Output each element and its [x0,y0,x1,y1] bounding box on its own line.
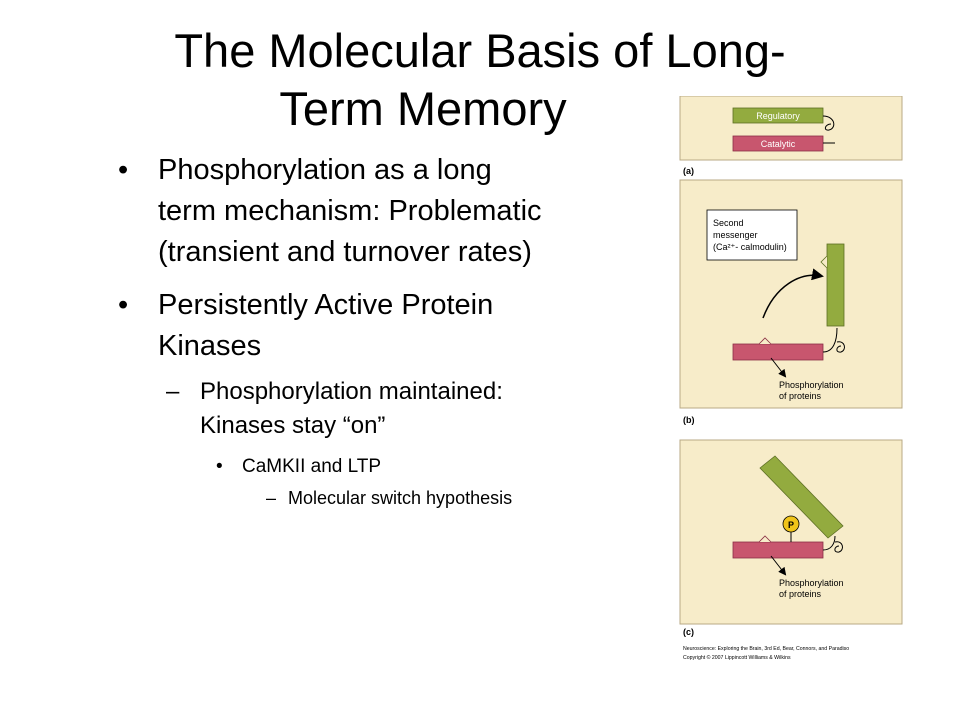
messenger-label-line3: (Ca²⁺- calmodulin) [713,242,787,252]
hinge-linker-c-icon [822,535,843,553]
calmodulin-notch-icon [820,255,828,269]
bullet-dot-icon: • [118,154,129,186]
panel-a: Regulatory Catalytic (a) [679,96,903,176]
bullet-text: Persistently Active Protein [158,289,494,321]
catalytic-label: Catalytic [761,139,796,149]
sub-sub-bullet-camkii: • CaMKII and LTP [118,453,658,481]
sub-bullet-text: Phosphorylation maintained: [200,378,503,405]
panel-b: Second messenger (Ca²⁺- calmodulin) Phos… [679,179,903,425]
sub-sub-sub-bullet-switch: – Molecular switch hypothesis [118,485,658,511]
sub-bullet-phosphorylation-maintained: – Phosphorylation maintained: Kinases st… [118,375,658,443]
sub-sub-sub-bullet-text: Molecular switch hypothesis [288,488,513,508]
messenger-label-line1: Second [713,218,744,228]
activation-arrow [762,268,824,319]
slide-title: The Molecular Basis of Long- Term Memory [0,22,960,138]
panel-c: P Phosphorylation of proteins (c) [679,439,903,637]
regulatory-domain-tilted [759,455,844,539]
catalytic-notch-icon [758,337,772,345]
second-messenger-box [706,209,798,261]
phosphorylation-arrow-b [770,357,787,378]
messenger-label-line2: messenger [713,230,758,240]
catalytic-domain-active [732,343,824,361]
sub-bullet-text: Kinases stay “on” [200,412,386,439]
slide-title-line2: Term Memory [279,82,567,135]
phosphorylation-label-b-line2: of proteins [779,391,822,401]
hinge-linker-icon [822,327,845,353]
phosphorylation-arrow-c [770,555,787,576]
bullet-text: term mechanism: Problematic [158,195,542,227]
figure-credit-line2: Copyright © 2007 Lippincott Williams & W… [683,654,791,661]
bullet-text: Kinases [158,330,262,362]
panel-a-label: (a) [683,166,694,176]
phosphorylation-label-b-line1: Phosphorylation [779,380,844,390]
regulatory-domain-raised [826,243,845,327]
bullet-dot-icon: • [216,456,223,477]
regulatory-label: Regulatory [756,111,800,121]
panel-c-label: (c) [683,627,694,637]
bullet-item-phosphorylation: • Phosphorylation as a long term mechani… [118,150,658,273]
phosphorylation-label-c-line1: Phosphorylation [779,578,844,588]
regulatory-hinge-icon [822,115,835,131]
bullet-dash-icon: – [266,488,277,508]
figure-credit-line1: Neuroscience: Exploring the Brain, 3rd E… [683,646,849,652]
catalytic-notch-c-icon [758,535,772,543]
bullet-dash-icon: – [166,378,180,405]
phosphate-label: P [788,520,794,530]
bullet-text: Phosphorylation as a long [158,154,492,186]
bullet-dot-icon: • [118,289,129,321]
bullet-list: • Phosphorylation as a long term mechani… [118,150,658,511]
slide-title-line1: The Molecular Basis of Long- [174,24,786,77]
phosphorylation-label-c-line2: of proteins [779,589,822,599]
bullet-text: (transient and turnover rates) [158,236,532,268]
bullet-item-kinases: • Persistently Active Protein Kinases [118,285,658,367]
panel-b-label: (b) [683,415,695,425]
sub-sub-bullet-text: CaMKII and LTP [242,456,382,477]
catalytic-domain-persistent [732,541,824,559]
kinase-figure: Regulatory Catalytic (a) Second messenge… [679,96,903,661]
phosphate-group-icon [782,515,800,533]
